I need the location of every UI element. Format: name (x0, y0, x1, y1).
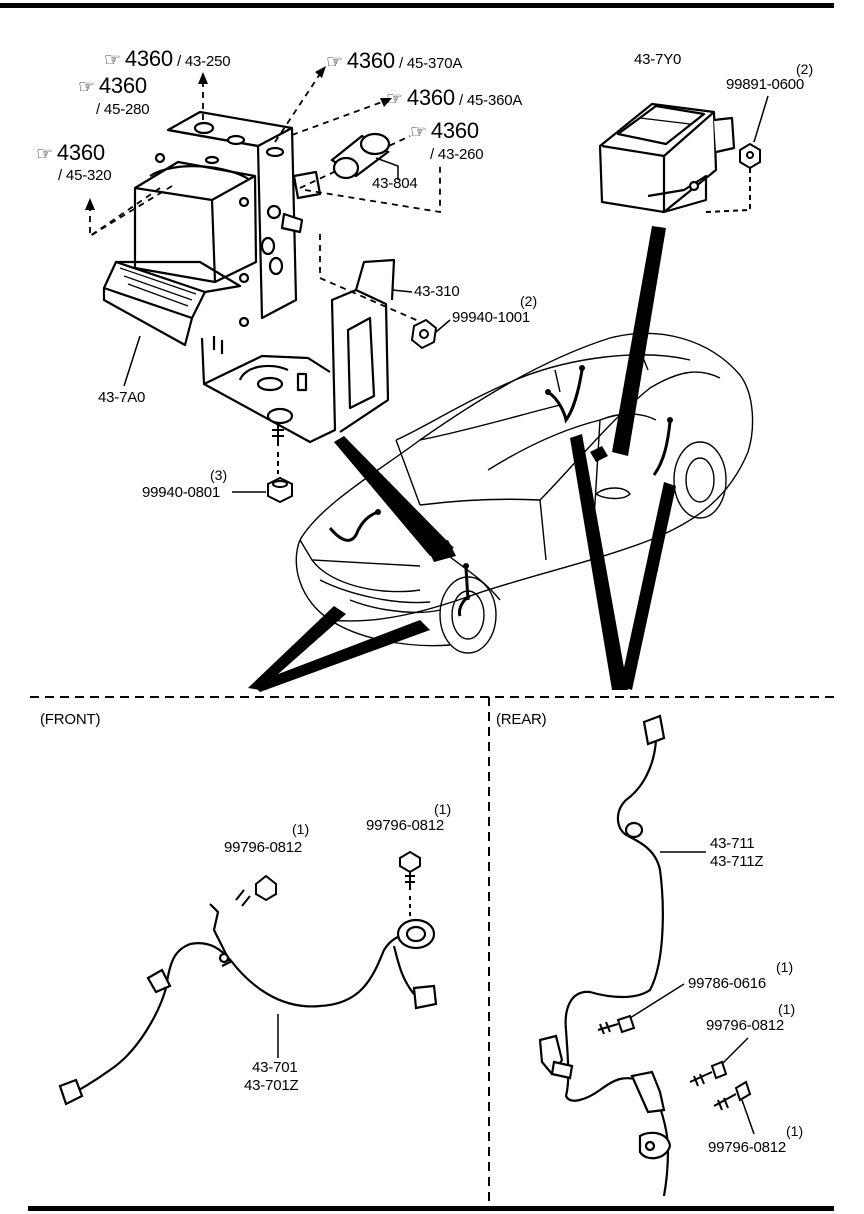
pointing-hand-icon: ☞ (386, 89, 403, 110)
pointing-hand-icon: ☞ (104, 50, 121, 71)
leader-43-804 (375, 157, 399, 180)
ref-label-45-280[interactable]: ☞ 4360 (78, 73, 147, 98)
qty-front-bolt-a: (1) (292, 821, 310, 837)
pointer-wedges (248, 226, 676, 692)
elbow-pipe-43-804 (330, 132, 391, 180)
pointing-hand-icon: ☞ (410, 122, 427, 143)
nut-99891-0600 (705, 142, 761, 213)
front-bolts (235, 850, 421, 920)
part-front-sensor: 43-701 (252, 1059, 298, 1076)
front-section-title: (FRONT) (40, 711, 101, 728)
part-99891-0600: 99891-0600 (726, 76, 805, 93)
nut-99940-1001 (410, 318, 438, 350)
part-99940-0801: 99940-0801 (142, 484, 221, 501)
part-rear-bolt-c: 99796-0812 (708, 1139, 787, 1156)
front-wheel-sensor (58, 903, 438, 1106)
ref-label-45-320[interactable]: ☞ 4360 (36, 140, 105, 165)
pointing-hand-icon: ☞ (326, 52, 343, 73)
part-rear-sensor: 43-711 (710, 835, 755, 852)
bottom-border (28, 1206, 834, 1211)
part-rear-bolt-b: 99796-0812 (706, 1017, 785, 1034)
leader-99940-1001 (435, 319, 451, 333)
top-border (0, 3, 834, 8)
ref-arrowheads (85, 66, 392, 210)
qty-rear-bolt-b: (1) (778, 1001, 796, 1017)
yaw-rate-sensor (598, 102, 736, 214)
car-outline (295, 332, 754, 654)
rear-section-title: (REAR) (496, 711, 547, 728)
part-43-7y0: 43-7Y0 (634, 51, 682, 68)
pointing-hand-icon: ☞ (78, 77, 95, 98)
leader-43-310 (391, 289, 413, 293)
ref-label-45-370a[interactable]: ☞ 4360 / 45-370A (326, 48, 463, 73)
part-99940-1001: 99940-1001 (452, 309, 531, 326)
qty-rear-bolt-c: (1) (786, 1123, 804, 1139)
qty-99940-1001: (2) (520, 293, 538, 309)
abs-hydraulic-unit (102, 110, 396, 444)
ref-page-45-280: / 45-280 (96, 101, 150, 118)
part-front-bolt-a: 99796-0812 (224, 839, 303, 856)
part-rear-sensor-alt: 43-711Z (710, 853, 764, 870)
pointing-hand-icon: ☞ (36, 144, 53, 165)
ref-label-45-360a[interactable]: ☞ 4360 / 45-360A (386, 85, 523, 110)
rear-bolts (597, 1014, 752, 1111)
ref-label-43-260[interactable]: ☞ 4360 (410, 118, 479, 143)
wire-ends (375, 365, 673, 569)
qty-rear-bolt-a: (1) (776, 959, 794, 975)
rear-leaders (629, 851, 755, 1135)
part-43-310: 43-310 (414, 283, 460, 300)
ref-label-43-250[interactable]: ☞ 4360 / 43-250 (104, 46, 231, 71)
ref-page-43-260: / 43-260 (430, 146, 484, 163)
leader-99891-0600 (753, 95, 769, 143)
part-43-804: 43-804 (372, 175, 418, 192)
part-rear-bolt-a: 99786-0616 (688, 975, 767, 992)
leader-43-7a0 (123, 335, 141, 387)
ref-page-45-320: / 45-320 (58, 167, 112, 184)
qty-99891-0600: (2) (796, 61, 814, 77)
rear-wheel-sensor (538, 714, 672, 1197)
qty-99940-0801: (3) (210, 467, 228, 483)
qty-front-bolt-b: (1) (434, 801, 452, 817)
nut-99940-0801 (267, 424, 293, 504)
part-43-7a0: 43-7A0 (98, 389, 146, 406)
part-front-sensor-alt: 43-701Z (244, 1077, 299, 1094)
car-wires (328, 369, 672, 617)
part-front-bolt-b: 99796-0812 (366, 817, 445, 834)
